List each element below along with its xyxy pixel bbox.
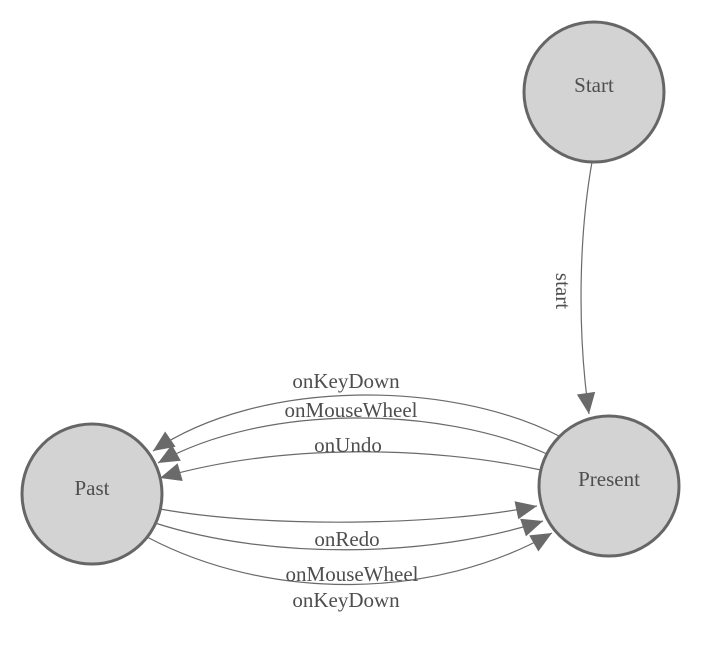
edge-past-to-present-onkeydown <box>146 532 553 586</box>
state-node-present <box>537 414 681 558</box>
edge-label-onkeydown-top: onKeyDown <box>292 369 400 393</box>
edge-present-to-past-onmousewheel <box>157 417 548 464</box>
state-node-past <box>20 422 164 566</box>
node-label-present: Present <box>578 467 640 491</box>
edge-label-onredo: onRedo <box>314 527 379 551</box>
edge-label-onmousewheel-bottom: onMouseWheel <box>286 562 419 586</box>
edge-past-to-present-onmousewheel <box>154 518 544 551</box>
edge-label-onkeydown-bottom: onKeyDown <box>292 588 400 612</box>
edge-present-to-past-onkeydown <box>152 394 560 452</box>
edge-start-to-present <box>576 161 596 415</box>
node-label-start: Start <box>574 73 614 97</box>
node-label-past: Past <box>74 476 109 500</box>
edge-label-onmousewheel-top: onMouseWheel <box>285 398 418 422</box>
state-node-start <box>522 20 666 164</box>
edge-label-start: start <box>551 273 575 309</box>
edge-present-to-past-onundo <box>159 451 542 481</box>
edge-past-to-present-onredo <box>159 501 538 523</box>
edge-label-onundo: onUndo <box>314 433 382 457</box>
